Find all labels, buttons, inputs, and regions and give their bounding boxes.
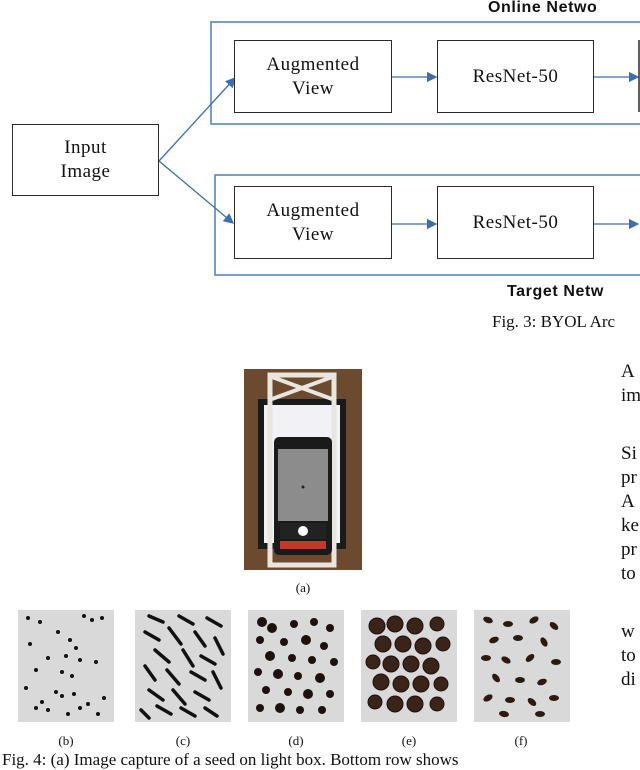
body-text-line: to bbox=[621, 645, 636, 666]
input-image-box: Input Image bbox=[12, 124, 159, 196]
target-network-frame bbox=[214, 174, 640, 276]
fig4-label-e: (e) bbox=[401, 733, 417, 748]
arrow-input-to-aug-top bbox=[158, 77, 236, 162]
body-text-line: ke bbox=[621, 515, 639, 536]
body-text-line: Si bbox=[621, 443, 637, 464]
byol-diagram-lines bbox=[158, 21, 640, 276]
fig4-label-a: (a) bbox=[295, 580, 311, 595]
body-text-line: di bbox=[621, 669, 636, 690]
body-text-line: im bbox=[621, 385, 640, 406]
seed-panel-b bbox=[18, 610, 114, 722]
augmented-view-box-bottom: Augmented View bbox=[234, 186, 392, 259]
body-text-line: pr bbox=[621, 467, 637, 488]
body-text-line: to bbox=[621, 563, 636, 584]
arrow-input-to-aug-bottom bbox=[158, 160, 234, 224]
target-network-label: Target Netw bbox=[507, 283, 604, 300]
fig4-label-f: (f) bbox=[514, 733, 528, 748]
augmented-view-box-top: Augmented View bbox=[234, 40, 392, 113]
body-text-line: A bbox=[621, 491, 635, 512]
fig3-caption: Fig. 3: BYOL Arc bbox=[492, 312, 616, 331]
seed-panel-e bbox=[361, 610, 457, 722]
fig4-caption: Fig. 4: (a) Image capture of a seed on l… bbox=[2, 750, 459, 769]
seed-panel-c bbox=[135, 610, 231, 722]
fig4-label-d: (d) bbox=[288, 733, 304, 748]
resnet50-box-bottom: ResNet-50 bbox=[437, 186, 594, 259]
fig4-label-c: (c) bbox=[175, 733, 191, 748]
resnet50-box-top: ResNet-50 bbox=[437, 40, 594, 113]
seed-panel-f bbox=[474, 610, 570, 722]
body-text-line: A bbox=[621, 361, 635, 382]
online-network-label: Online Netwo bbox=[488, 0, 598, 16]
seed-panel-d bbox=[248, 610, 344, 722]
body-text-line: w bbox=[621, 621, 635, 642]
online-network-frame bbox=[210, 21, 640, 125]
photo-a-lightbox bbox=[244, 369, 362, 570]
body-text-line: pr bbox=[621, 539, 637, 560]
fig4-label-b: (b) bbox=[58, 733, 74, 748]
